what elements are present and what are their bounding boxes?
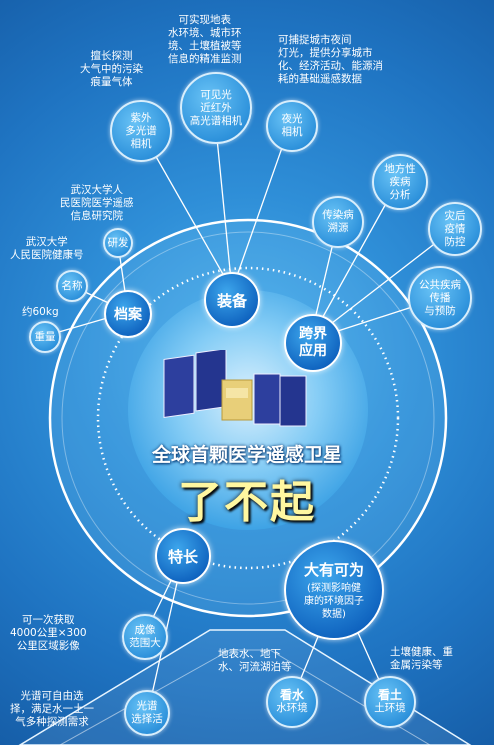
imaging-range-node: 成像 范围大: [122, 614, 168, 660]
category-cross-application: 跨界 应用: [284, 314, 342, 372]
water-node-title: 看水: [279, 688, 304, 702]
public-disease-node: 公共疾病 传播 与预防: [408, 266, 472, 330]
night-camera-node: 夜光 相机: [266, 100, 318, 152]
hyperspectral-camera-note: 可实现地表 水环境、城市环 境、土壤植被等 信息的精准监测: [168, 14, 242, 65]
endemic-disease-node: 地方性 疾病 分析: [372, 154, 428, 210]
soil-node-sub: 土环境: [374, 702, 406, 714]
water-environment-node: 看水 水环境: [266, 676, 318, 728]
dotted-ring: [96, 266, 400, 570]
category-feature: 特长: [155, 528, 211, 584]
water-node-sub: 水环境: [276, 702, 308, 714]
archive-dev-node: 研发: [103, 228, 133, 258]
main-title: 全球首颗医学遥感卫星: [151, 444, 342, 466]
archive-name-note: 武汉大学 人民医院健康号: [10, 236, 84, 261]
hyperspectral-camera-node: 可见光 近红外 高光谱相机: [180, 72, 252, 144]
impact-title: 大有可为: [303, 561, 364, 579]
satellite-body: [221, 379, 253, 421]
archive-weight-note: 约60kg: [22, 306, 59, 318]
outer-ring-glow: [61, 231, 435, 605]
solar-panel-right: [253, 373, 307, 427]
soil-note: 土壤健康、重 金属污染等: [390, 646, 453, 671]
archive-dev-note: 武汉大学人 民医院医学遥感 信息研究院: [60, 184, 134, 222]
water-note: 地表水、地下 水、河流湖泊等: [218, 648, 292, 673]
satellite-illustration: [163, 350, 307, 427]
imaging-range-note: 可一次获取 4000公里×300 公里区域影像: [10, 614, 87, 652]
spectrum-note: 光谱可自由选 择，满足水一土一 气多种探测需求: [10, 690, 94, 728]
soil-node-title: 看土: [377, 688, 402, 702]
spectrum-node: 光谱 选择活: [124, 690, 170, 736]
uv-camera-note: 擅长探测 大气中的污染 痕量气体: [80, 50, 143, 88]
archive-weight-node: 重量: [29, 321, 61, 353]
solar-panel-left: [163, 350, 227, 419]
category-impact: 大有可为 (探测影响健 康的环境因子 数据): [284, 540, 384, 640]
disaster-epidemic-node: 灾后 疫情 防控: [428, 202, 482, 256]
infectious-disease-node: 传染病 溯源: [312, 196, 364, 248]
impact-subtitle: (探测影响健 康的环境因子 数据): [304, 583, 364, 620]
category-archive: 档案: [104, 290, 152, 338]
uv-camera-node: 紫外 多光谱 相机: [110, 100, 172, 162]
category-equipment: 装备: [204, 272, 260, 328]
soil-environment-node: 看土 土环境: [364, 676, 416, 728]
archive-name-node: 名称: [56, 270, 88, 302]
night-camera-note: 可捕捉城市夜间 灯光，提供分享城市 化、经济活动、能源消 耗的基础遥感数据: [278, 34, 383, 85]
main-title-highlight: 了不起: [178, 477, 316, 528]
